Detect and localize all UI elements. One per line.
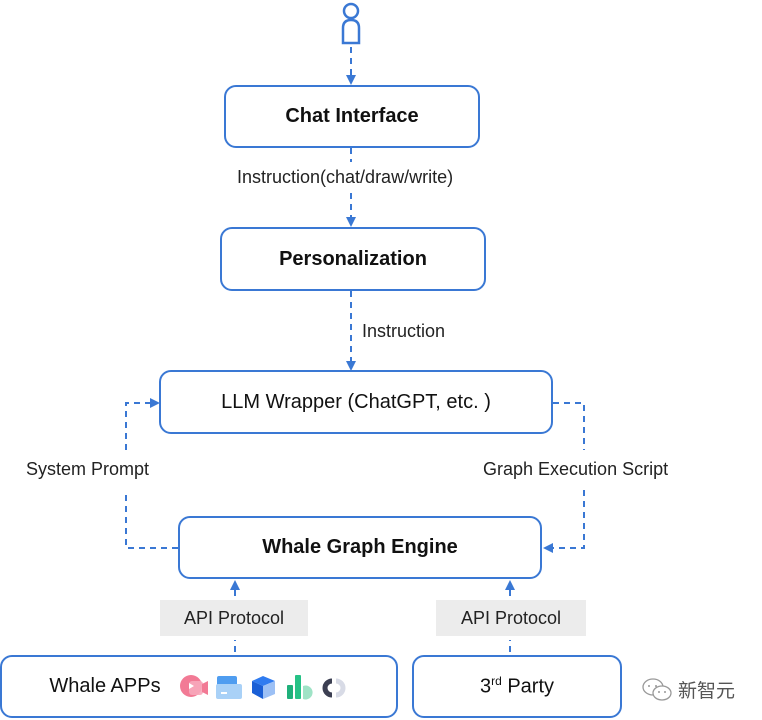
third-party-node: 3rd Party [412,655,622,718]
wechat-icon [642,677,672,701]
watermark: 新智元 [642,676,735,703]
video-app-icon [179,674,208,697]
edge-engine-to-llm [125,490,178,549]
llm-wrapper-node: LLM Wrapper (ChatGPT, etc. ) [159,370,553,434]
api-protocol-left-label: API Protocol [183,607,285,628]
personalization-node: Personalization [220,227,486,291]
api-protocol-right-label: API Protocol [460,607,562,628]
whale-graph-engine-node: Whale Graph Engine [178,516,542,579]
edge-label-system-prompt: System Prompt [26,459,150,479]
person-icon [341,2,361,45]
chat-interface-node: Chat Interface [224,85,480,148]
api-protocol-left: API Protocol [160,600,308,636]
watermark-text: 新智元 [678,681,736,702]
chart-app-icon [286,674,313,699]
api-protocol-right: API Protocol [436,600,586,636]
edge-llm-to-engine [553,402,585,450]
llm-wrapper-label: LLM Wrapper (ChatGPT, etc. ) [221,390,491,413]
edge-label-graph-execution-script: Graph Execution Script [483,459,669,479]
folder-app-icon [215,675,242,699]
link-app-icon [322,678,346,697]
edge-label-instruction: Instruction [362,321,446,341]
whale-apps-label: Whale APPs [49,675,161,697]
cube-app-icon [251,675,275,699]
whale-apps-node: Whale APPs [0,655,398,718]
app-icon-row [179,672,349,702]
personalization-label: Personalization [279,247,427,270]
third-party-label: 3rd Party [479,674,555,698]
whale-graph-engine-label: Whale Graph Engine [262,536,458,558]
chat-interface-label: Chat Interface [285,105,419,127]
edge-label-chat-instruction: Instruction(chat/draw/write) [237,167,454,187]
